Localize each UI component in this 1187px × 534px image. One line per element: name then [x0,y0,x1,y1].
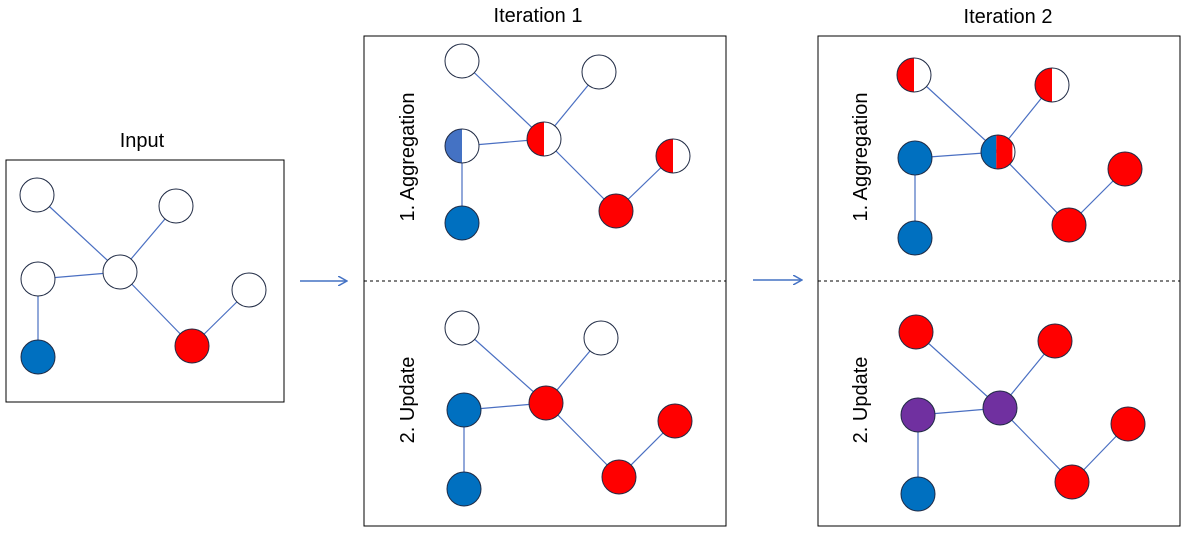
iter1_upd-edge-0 [461,327,547,404]
graph-iter1_upd [444,310,693,507]
graph-iter2_upd [898,314,1146,512]
input-title: Input [120,130,165,152]
iter2_upd-node-6 [1054,464,1090,500]
iter1_agg-node-0 [444,43,480,79]
iter1_agg-node-6 [598,193,634,229]
iter1_agg-node-1 [581,54,617,90]
iter2_agg-node-0-outline [896,57,932,93]
iteration2-title: Iteration 2 [964,6,1053,28]
iter2_agg-node-0-fill [897,58,914,92]
iter2_agg-node-1-outline [1034,67,1070,103]
input-node-0 [19,177,55,213]
iter1_upd-node-2 [446,392,482,428]
iter1_upd-node-1 [583,320,619,356]
input-panel [5,159,285,403]
iter1_agg-edge-0 [461,60,545,140]
iter1_upd-node-6 [601,459,637,495]
iter1_upd-node-4 [446,471,482,507]
iter2_agg-node-4 [897,220,933,256]
iter1_agg-node-3-outline [526,121,562,157]
iter2_agg-node-1-fill [1035,68,1052,102]
iter2_agg-node-6 [1051,207,1087,243]
iteration2-aggregation-label: 1. Aggregation [850,93,872,222]
iter1_agg-node-5-outline [655,138,691,174]
iter1_agg-node-2-outline [444,128,480,164]
iter1_upd-node-0 [444,310,480,346]
graph-iter2_agg [896,57,1143,256]
iter2_upd-node-1 [1037,323,1073,359]
iter1_upd-node-5 [657,403,693,439]
iter2_agg-node-3-outline [980,134,1016,170]
iter2_upd-node-3 [982,390,1018,426]
input-node-4 [20,339,56,375]
iter2_upd-node-2 [900,397,936,433]
input-node-5 [231,272,267,308]
input-edge-0 [36,194,121,273]
iter1_agg-node-5-fill [656,139,673,173]
iter2_agg-edge-0 [913,74,999,153]
input-node-2 [20,261,56,297]
iter2_agg-node-3-bands [981,135,1015,169]
iteration1-aggregation-label: 1. Aggregation [397,93,419,222]
iter2_upd-node-0 [898,314,934,350]
iter1_agg-node-2-fill [445,129,462,163]
iter2_upd-node-5 [1110,406,1146,442]
iter2_upd-node-4 [900,476,936,512]
iter1_upd-node-3 [528,385,564,421]
iter2_upd-edge-0 [915,331,1001,409]
iter1_agg-node-3-fill [527,122,544,156]
iter2_agg-node-2-fill [898,141,915,175]
graph-input [19,177,267,375]
input-node-6 [174,328,210,364]
iteration1-update-label: 2. Update [397,357,419,444]
input-node-1 [158,188,194,224]
iter1_agg-node-4 [444,205,480,241]
iteration1-title: Iteration 1 [494,5,583,27]
input-node-3 [102,254,138,290]
iter2_agg-node-5 [1107,151,1143,187]
iteration2-update-label: 2. Update [850,357,872,444]
graphs-layer [19,43,1146,512]
graph-iter1_agg [444,43,691,241]
